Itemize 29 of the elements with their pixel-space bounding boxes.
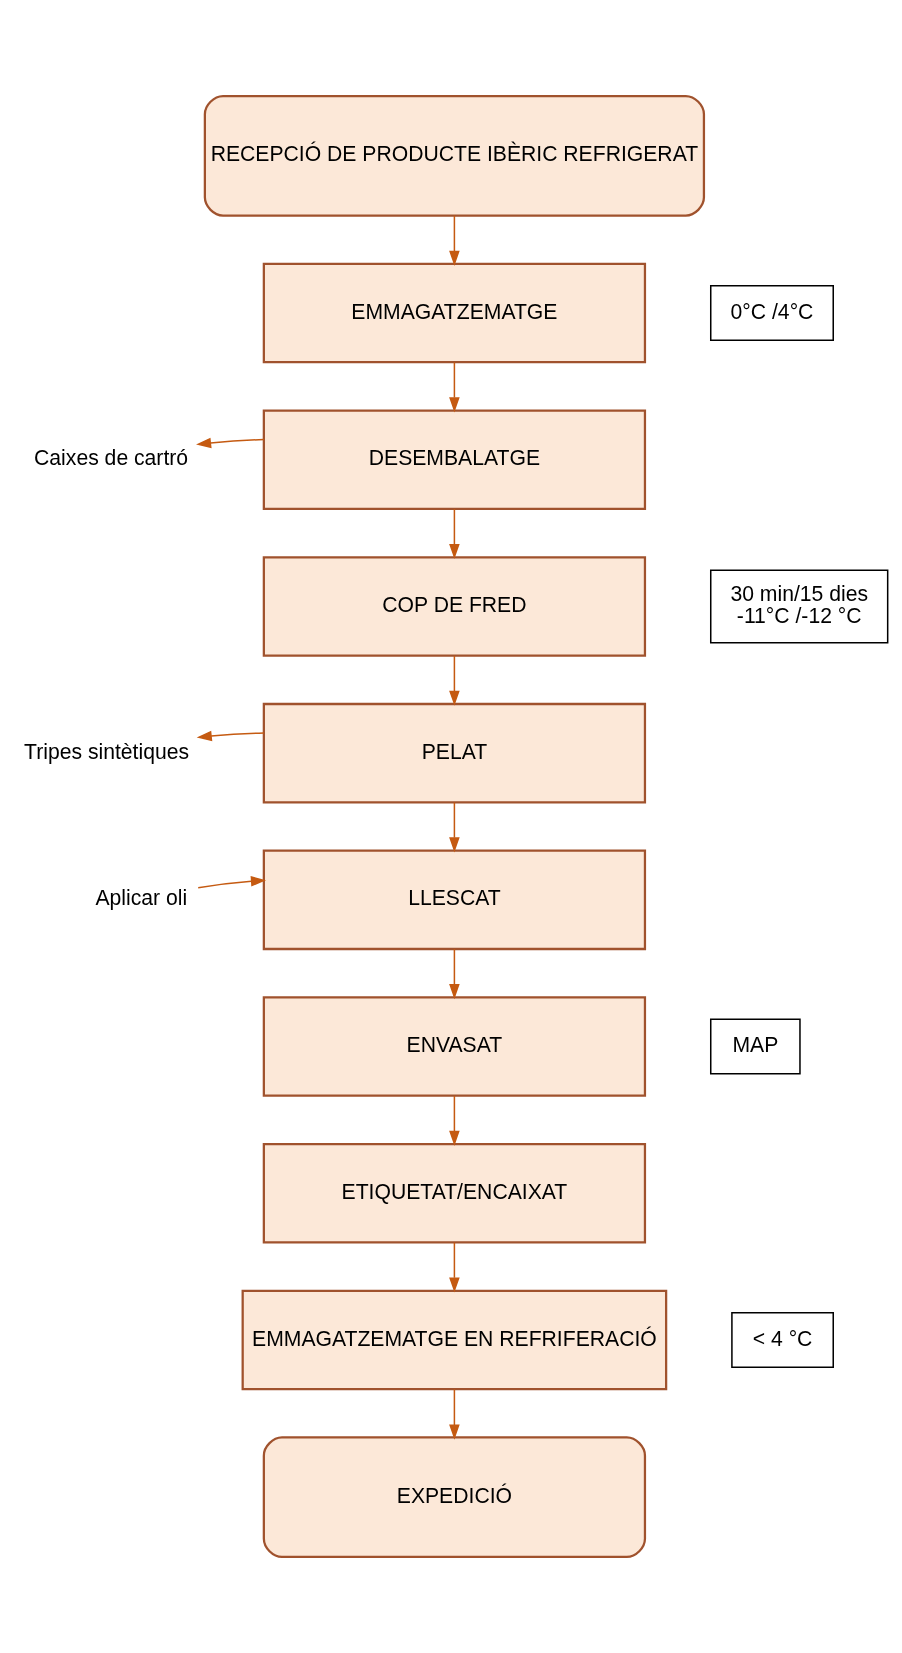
node-box: PELAT: [262, 702, 647, 804]
node-box: COP DE FRED: [262, 556, 647, 657]
arrow: [449, 1095, 460, 1146]
node-box: EXPEDICIÓ: [262, 1436, 647, 1559]
arrow: [196, 730, 265, 742]
arrow: [449, 1241, 460, 1293]
arrow: [449, 508, 460, 560]
node-box: < 4 °C: [731, 1311, 834, 1368]
arrow: [449, 801, 460, 853]
node-box: DESEMBALATGE: [262, 409, 647, 511]
node-box: LLESCAT: [262, 849, 647, 951]
node-box: RECEPCIÓ DE PRODUCTE IBÈRIC REFRIGERAT: [203, 94, 706, 217]
node-text: Tripes sintètiques: [24, 739, 190, 763]
node-box: 0°C /4°C: [710, 285, 834, 342]
node-text: Aplicar oli: [95, 886, 188, 910]
node-box: 30 min/15 dies -11°C /-12 °C: [710, 569, 889, 644]
node-text: Caixes de cartró: [34, 446, 189, 470]
node-box: EMMAGATZEMATGE: [262, 262, 647, 364]
arrow: [449, 361, 460, 413]
arrow: [449, 214, 460, 266]
node-box: ENVASAT: [262, 996, 647, 1097]
node-box: EMMAGATZEMATGE EN REFRIFERACIÓ: [241, 1289, 668, 1391]
arrow: [197, 875, 267, 889]
arrow: [449, 1388, 460, 1440]
arrow: [449, 655, 460, 706]
node-box: MAP: [710, 1018, 801, 1075]
arrow: [449, 948, 460, 1000]
node-box: ETIQUETAT/ENCAIXAT: [262, 1142, 647, 1244]
arrow: [196, 437, 265, 449]
